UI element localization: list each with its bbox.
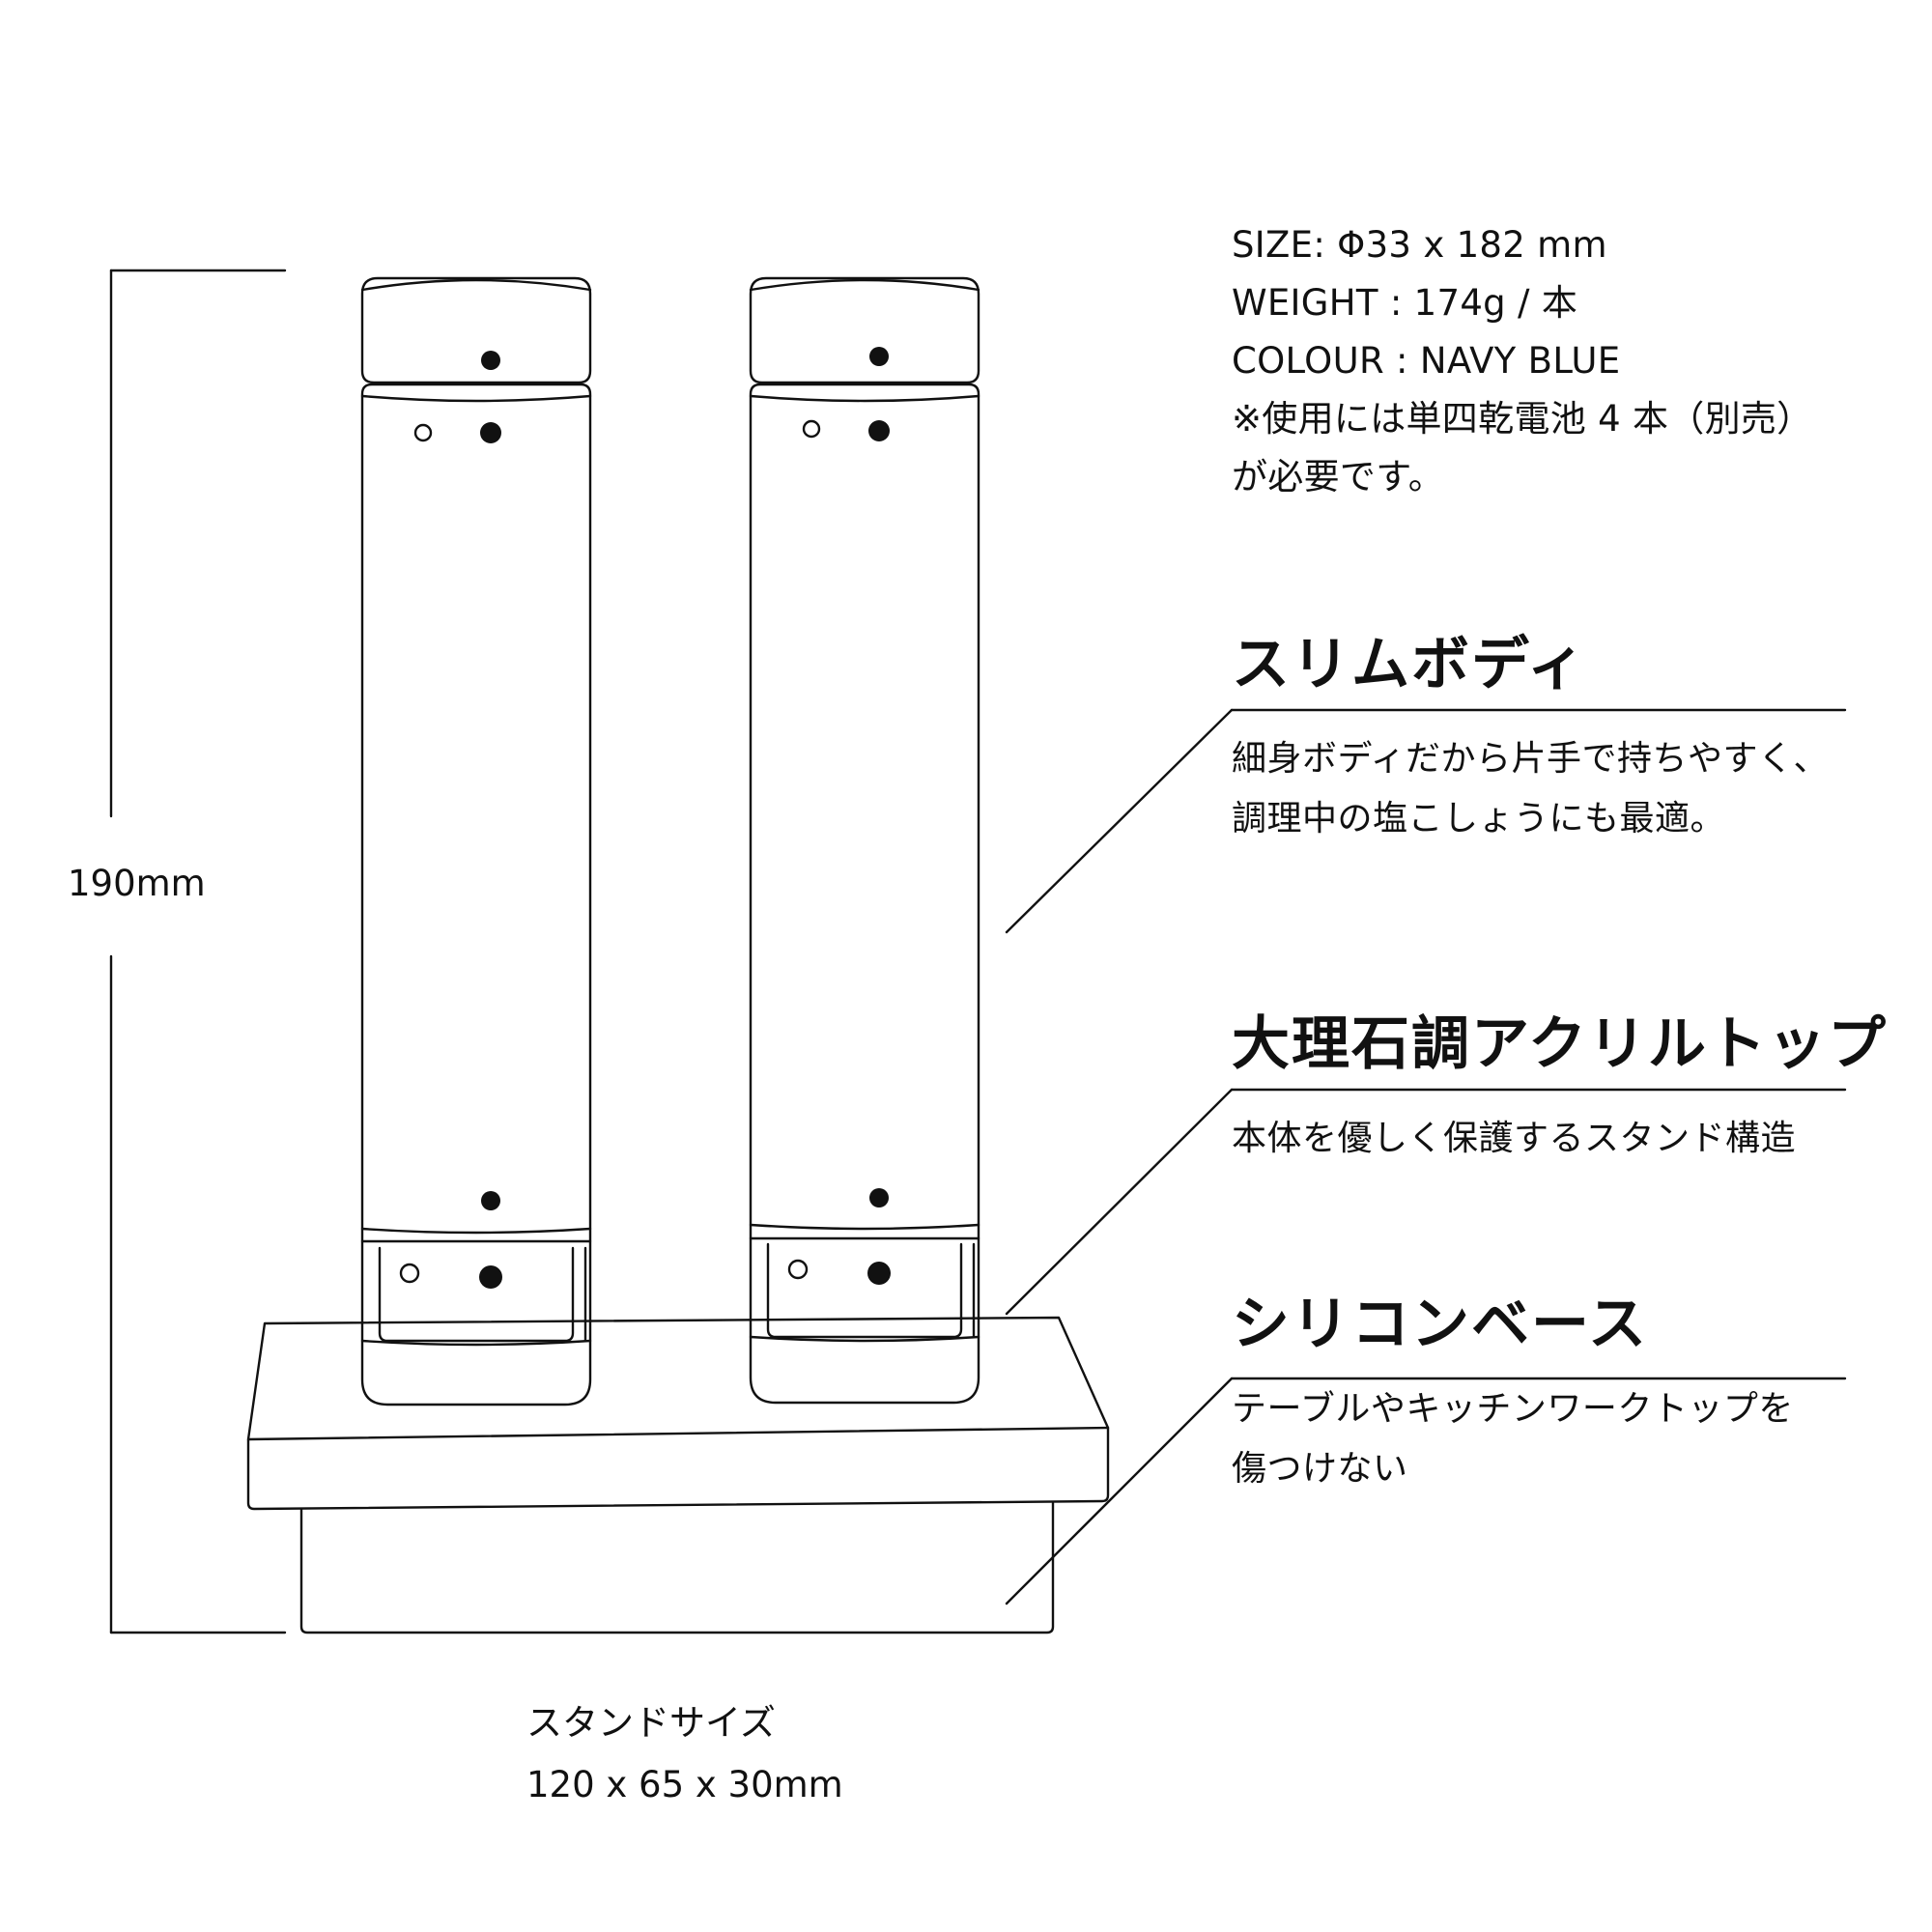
grinder-left-body <box>360 383 592 1406</box>
grinder-left-indicator-dot <box>480 422 501 443</box>
grinder-left-base-hollow <box>399 1263 420 1284</box>
spec-block: SIZE: Φ33 x 182 mm WEIGHT : 174g / 本 COL… <box>1232 216 1908 506</box>
spec-colour: COLOUR : NAVY BLUE <box>1232 340 1621 382</box>
height-dimension-bracket <box>109 269 287 1634</box>
acrylic-top-front-edge <box>246 1426 1110 1441</box>
feature-desc-line: 傷つけない <box>1232 1449 1408 1489</box>
spec-weight: WEIGHT : 174g / 本 <box>1232 282 1578 324</box>
grinder-left-indicator-hollow <box>413 423 433 442</box>
grinder-left-base-dot <box>479 1265 502 1289</box>
grinder-right-base-dot <box>867 1262 891 1285</box>
grinder-right-cap <box>749 276 980 384</box>
spec-note-line2: が必要です。 <box>1232 456 1445 497</box>
feature-desc-line: 細身ボディだから片手で持ちやすく、 <box>1232 739 1829 779</box>
callout-slim-body <box>1005 708 1847 934</box>
feature-title-slim-body: スリムボディ <box>1232 631 1587 698</box>
grinder-left-lower-dot <box>481 1191 500 1210</box>
feature-desc-line: テーブルやキッチンワークトップを <box>1232 1389 1794 1429</box>
feature-desc-slim-body: 細身ボディだから片手で持ちやすく、 調理中の塩こしょうにも最適。 <box>1232 729 1908 849</box>
grinder-left-cap <box>360 276 592 384</box>
height-dimension-label: 190mm <box>68 863 206 904</box>
grinder-right-body <box>749 383 980 1405</box>
feature-desc-acrylic-top: 本体を優しく保護するスタンド構造 <box>1232 1109 1908 1169</box>
feature-title-acrylic-top: 大理石調アクリルトップ <box>1232 1010 1888 1078</box>
feature-desc-line: 本体を優しく保護するスタンド構造 <box>1232 1119 1797 1158</box>
grinder-right-cap-dot <box>869 347 889 366</box>
grinder-right-indicator-dot <box>868 420 890 441</box>
feature-desc-silicone-base: テーブルやキッチンワークトップを 傷つけない <box>1232 1379 1908 1499</box>
grinder-left <box>360 276 592 1406</box>
grinder-left-cap-dot <box>481 351 500 370</box>
grinder-right-lower-dot <box>869 1188 889 1208</box>
stand-size-label: スタンドサイズ <box>526 1702 776 1744</box>
spec-note-line1: ※使用には単四乾電池 4 本（別売） <box>1232 398 1813 440</box>
grinder-right-indicator-hollow <box>802 419 821 439</box>
callout-silicone-base <box>1005 1377 1847 1605</box>
grinder-right-base-hollow <box>787 1259 809 1280</box>
feature-title-silicone-base: シリコンベース <box>1232 1291 1648 1358</box>
acrylic-top-tray <box>246 1316 1110 1511</box>
stand-size-value: 120 x 65 x 30mm <box>526 1764 843 1805</box>
feature-desc-line: 調理中の塩こしょうにも最適。 <box>1232 799 1726 838</box>
grinder-right <box>749 276 980 1405</box>
stand-size-block: スタンドサイズ 120 x 65 x 30mm <box>526 1692 843 1816</box>
spec-size: SIZE: Φ33 x 182 mm <box>1232 224 1607 266</box>
callout-acrylic-top <box>1005 1088 1847 1316</box>
silicone-base <box>299 1501 1055 1634</box>
